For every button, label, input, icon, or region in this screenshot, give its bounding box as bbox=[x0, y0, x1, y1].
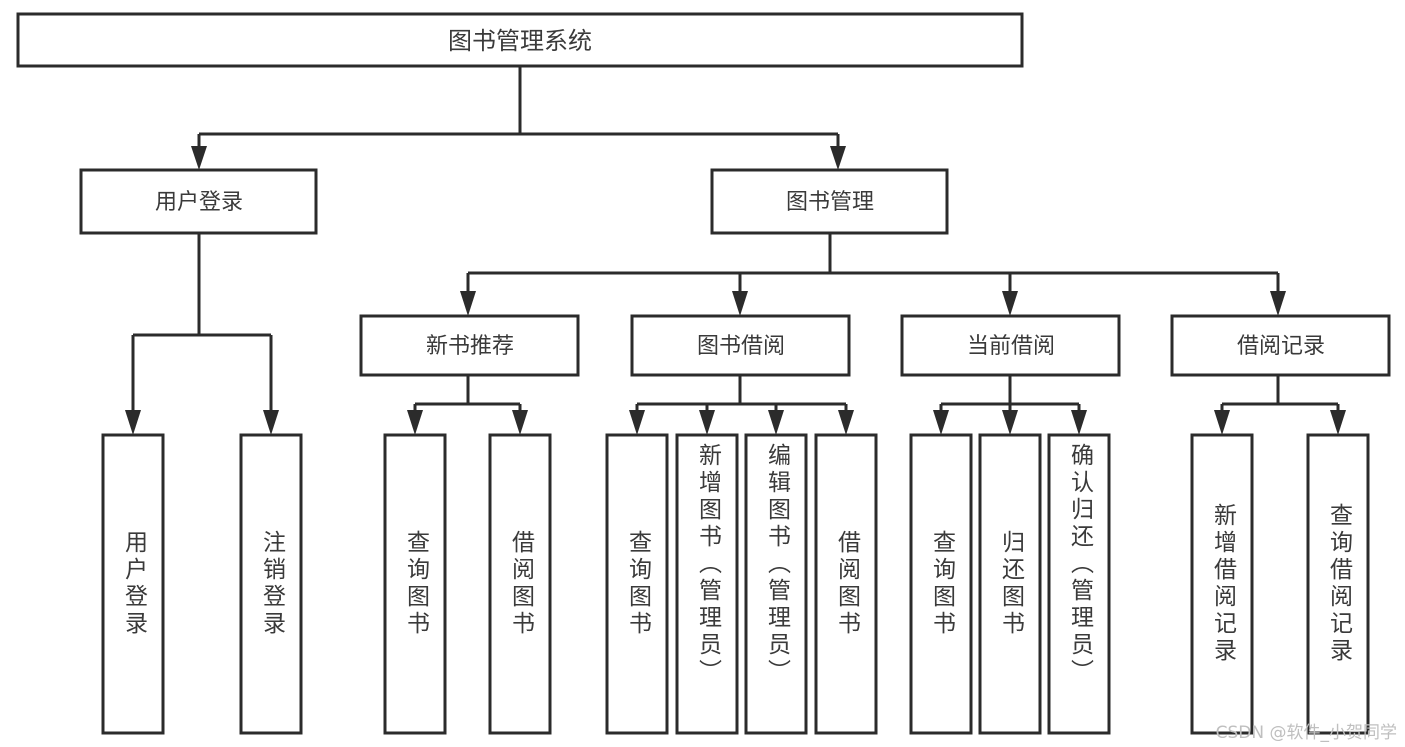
leaf-box-currentborrow-2[interactable] bbox=[1047, 433, 1111, 735]
connector-borrowrecord-to-leaves bbox=[1214, 375, 1346, 435]
node-book-borrow-label: 图书借阅 bbox=[697, 334, 785, 359]
leaf-boxes-borrow-record bbox=[1190, 433, 1370, 735]
leaf-box-newbook-1[interactable] bbox=[488, 433, 552, 735]
node-book-management-label: 图书管理 bbox=[786, 190, 874, 215]
leaf-box-currentborrow-0[interactable] bbox=[909, 433, 973, 735]
node-book-borrow[interactable]: 图书借阅 bbox=[630, 314, 851, 377]
leaf-box-borrowrecord-0[interactable] bbox=[1190, 433, 1254, 735]
node-current-borrow-label: 当前借阅 bbox=[967, 334, 1055, 359]
leaf-box-currentborrow-1[interactable] bbox=[978, 433, 1042, 735]
leaf-boxes-book-borrow bbox=[605, 433, 878, 735]
node-borrow-record-label: 借阅记录 bbox=[1237, 334, 1325, 359]
connector-currentborrow-to-leaves bbox=[933, 375, 1087, 435]
leaf-box-bookborrow-1[interactable] bbox=[675, 433, 739, 735]
node-new-book-recommend-label: 新书推荐 bbox=[426, 334, 514, 359]
node-book-management[interactable]: 图书管理 bbox=[710, 168, 949, 235]
node-user-login[interactable]: 用户登录 bbox=[79, 168, 318, 235]
leaf-box-bookborrow-2[interactable] bbox=[744, 433, 808, 735]
connector-bookmgmt-to-level3 bbox=[460, 233, 1286, 316]
leaf-box-bookborrow-3[interactable] bbox=[814, 433, 878, 735]
leaf-box-user-login-1[interactable] bbox=[239, 433, 303, 735]
leaf-box-bookborrow-0[interactable] bbox=[605, 433, 669, 735]
leaf-boxes-new-book-recommend bbox=[383, 433, 552, 735]
node-current-borrow[interactable]: 当前借阅 bbox=[900, 314, 1121, 377]
node-root-label: 图书管理系统 bbox=[448, 27, 592, 55]
leaf-boxes-user-login bbox=[101, 433, 303, 735]
connector-root-to-level2 bbox=[191, 66, 846, 170]
leaf-boxes-current-borrow bbox=[909, 433, 1111, 735]
connector-bookborrow-to-leaves bbox=[629, 375, 854, 435]
node-user-login-label: 用户登录 bbox=[155, 190, 243, 215]
node-new-book-recommend[interactable]: 新书推荐 bbox=[359, 314, 580, 377]
connector-newbook-to-leaves bbox=[407, 375, 528, 435]
leaf-box-user-login-0[interactable] bbox=[101, 433, 165, 735]
node-root-system[interactable]: 图书管理系统 bbox=[16, 12, 1024, 68]
connector-userlogin-to-leaves bbox=[125, 233, 279, 435]
node-borrow-record[interactable]: 借阅记录 bbox=[1170, 314, 1391, 377]
leaf-box-borrowrecord-1[interactable] bbox=[1306, 433, 1370, 735]
leaf-box-newbook-0[interactable] bbox=[383, 433, 447, 735]
